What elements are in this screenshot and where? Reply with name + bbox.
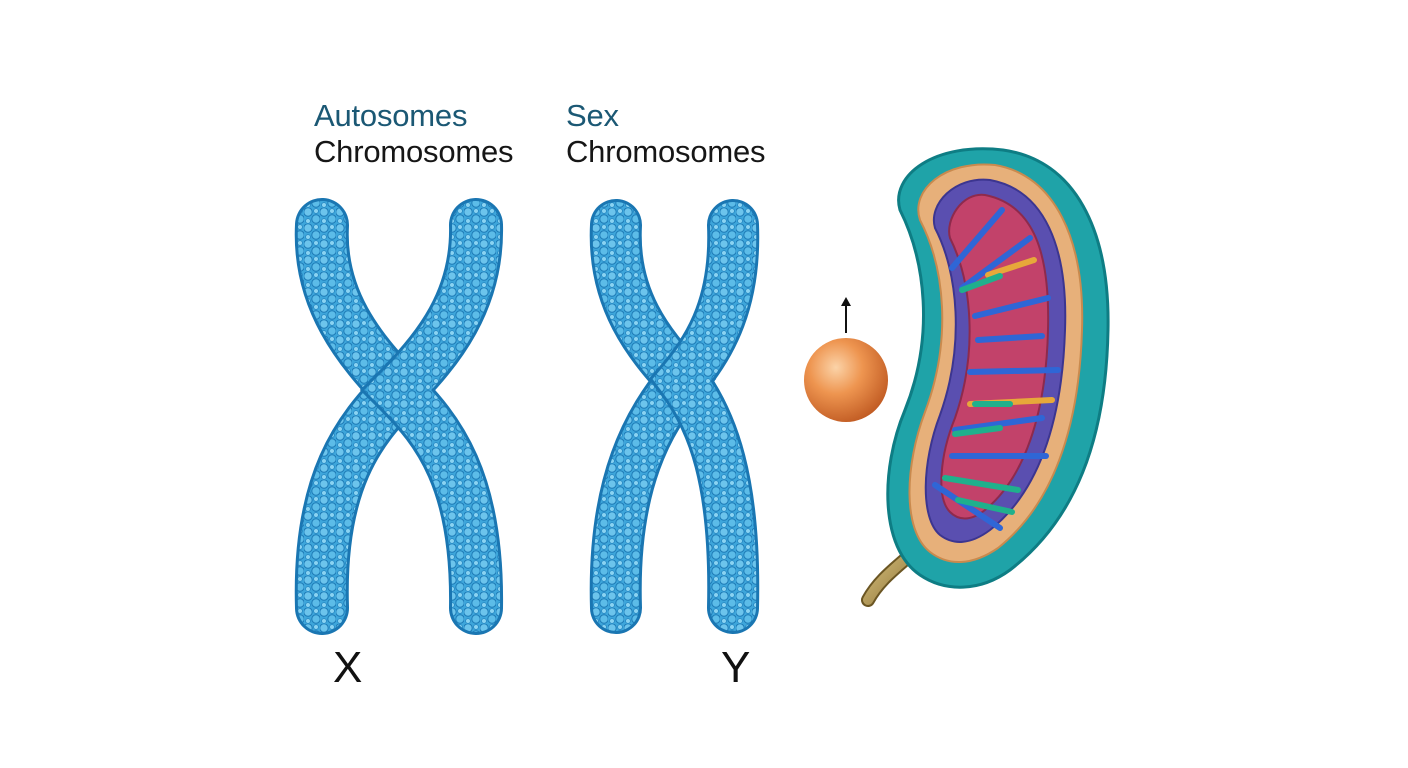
y-chromosome-letter: Y xyxy=(721,643,751,692)
autosomes-label: Autosomes Chromosomes xyxy=(314,98,514,170)
sex-chromosomes-label: Sex Chromosomes xyxy=(566,98,766,170)
y-chromosome xyxy=(589,199,760,634)
sex-label-line2: Chromosomes xyxy=(566,134,766,169)
x-chromosome xyxy=(294,198,504,635)
x-chromosome-letter: X xyxy=(333,643,363,692)
sex-label-line1: Sex xyxy=(566,98,619,133)
up-arrow-icon xyxy=(841,297,851,333)
orange-sphere xyxy=(804,338,888,422)
mitochondrion xyxy=(861,147,1110,607)
autosomes-label-line1: Autosomes xyxy=(314,98,468,133)
autosomes-label-line2: Chromosomes xyxy=(314,134,514,169)
